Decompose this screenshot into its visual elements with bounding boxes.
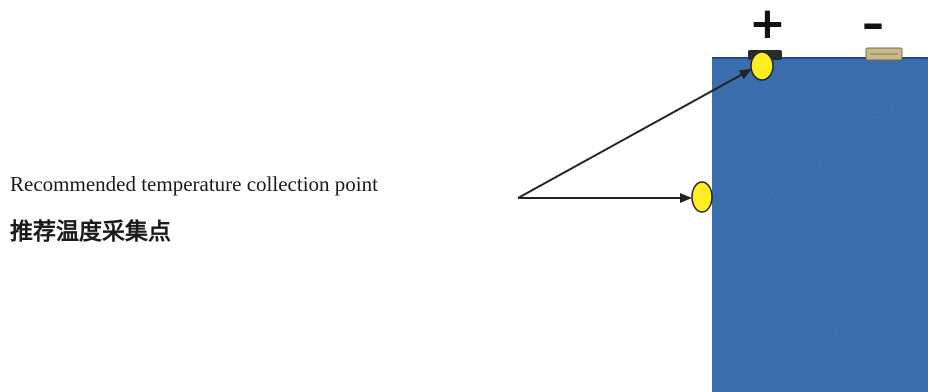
annotation-label-english: Recommended temperature collection point <box>10 172 378 196</box>
annotation-label-chinese: 推荐温度采集点 <box>10 219 171 245</box>
temperature-point-top-marker <box>750 51 774 81</box>
positive-terminal-label: + <box>749 0 786 49</box>
temperature-point-side-marker <box>691 181 713 213</box>
pointer-line-top <box>517 69 752 199</box>
negative-terminal-label: – <box>862 0 884 49</box>
battery-cell-texture <box>712 58 928 392</box>
